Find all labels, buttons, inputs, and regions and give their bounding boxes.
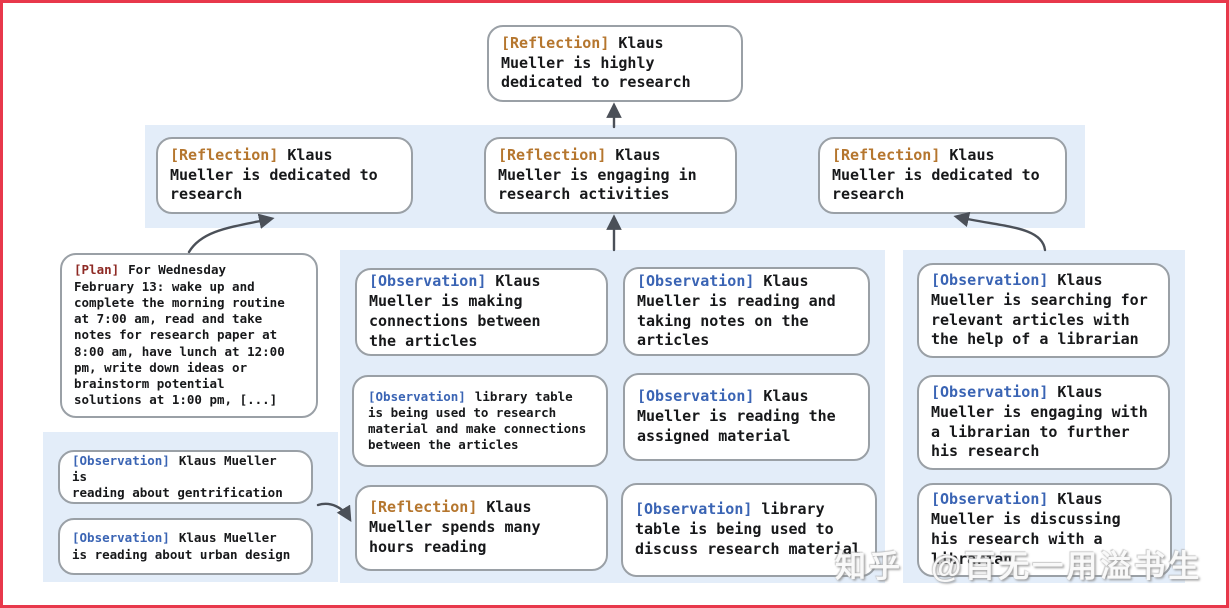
node-text: Klaus Mueller is making connections betw… xyxy=(369,272,541,350)
observation-tag: [Observation] xyxy=(931,270,1049,289)
memory-node-reflection-right: [Reflection]Klaus Mueller is dedicated t… xyxy=(818,137,1067,214)
node-text: Klaus Mueller is dedicated to research xyxy=(170,145,378,204)
node-text: Klaus Mueller is reading about gentrific… xyxy=(72,452,283,501)
node-text: Klaus Mueller is engaging in research ac… xyxy=(498,145,697,204)
node-text: Klaus Mueller is reading about urban des… xyxy=(72,530,291,562)
node-text: Klaus Mueller is dedicated to research xyxy=(832,145,1040,204)
node-text: Klaus Mueller is searching for relevant … xyxy=(931,270,1148,349)
observation-tag: [Observation] xyxy=(637,271,755,290)
memory-node-obs-discussing-librarian: [Observation]Klaus Mueller is discussing… xyxy=(917,483,1172,577)
memory-node-reflection-middle: [Reflection]Klaus Mueller is engaging in… xyxy=(484,137,737,214)
memory-node-reflection-left: [Reflection]Klaus Mueller is dedicated t… xyxy=(156,137,413,214)
node-text: Klaus Mueller is reading and taking note… xyxy=(637,271,836,350)
node-text: library table is being used to discuss r… xyxy=(635,500,861,558)
node-text: Klaus Mueller is engaging with a librari… xyxy=(931,382,1148,461)
memory-node-obs-connections: [Observation]Klaus Mueller is making con… xyxy=(355,268,608,356)
observation-tag: [Observation] xyxy=(635,500,753,519)
reflection-tag: [Reflection] xyxy=(369,498,478,517)
memory-node-obs-library-discuss: [Observation]library table is being used… xyxy=(621,483,877,577)
reflection-tag: [Reflection] xyxy=(501,33,610,52)
observation-tag: [Observation] xyxy=(72,452,170,468)
memory-node-obs-urban-design: [Observation]Klaus Mueller is reading ab… xyxy=(58,518,313,575)
memory-node-reflection-hours-reading: [Reflection]Klaus Mueller spends many ho… xyxy=(355,485,608,571)
memory-node-obs-engaging-librarian: [Observation]Klaus Mueller is engaging w… xyxy=(917,375,1170,470)
memory-node-obs-library-research: [Observation]library table is being used… xyxy=(352,375,608,467)
node-text: Klaus Mueller is discussing his research… xyxy=(931,490,1121,568)
observation-tag: [Observation] xyxy=(72,530,170,546)
observation-tag: [Observation] xyxy=(368,388,466,404)
node-text: library table is being used to research … xyxy=(368,388,587,453)
node-text: Klaus Mueller is highly dedicated to res… xyxy=(501,33,691,92)
memory-node-plan: [Plan]For Wednesday February 13: wake up… xyxy=(60,253,318,418)
reflection-tag: [Reflection] xyxy=(498,145,607,164)
observation-tag: [Observation] xyxy=(931,382,1049,401)
memory-node-obs-assigned-material: [Observation]Klaus Mueller is reading th… xyxy=(623,373,870,461)
observation-tag: [Observation] xyxy=(369,272,487,291)
node-text: For Wednesday February 13: wake up and c… xyxy=(74,262,285,408)
reflection-tag: [Reflection] xyxy=(170,145,279,164)
memory-node-obs-gentrification: [Observation]Klaus Mueller is reading ab… xyxy=(58,450,313,504)
memory-node-obs-searching-articles: [Observation]Klaus Mueller is searching … xyxy=(917,263,1170,358)
node-text: Klaus Mueller spends many hours reading xyxy=(369,498,541,556)
observation-tag: [Observation] xyxy=(931,490,1049,509)
plan-tag: [Plan] xyxy=(74,262,120,278)
memory-node-obs-taking-notes: [Observation]Klaus Mueller is reading an… xyxy=(623,267,870,356)
observation-tag: [Observation] xyxy=(637,387,755,406)
node-text: Klaus Mueller is reading the assigned ma… xyxy=(637,387,836,445)
reflection-tag: [Reflection] xyxy=(832,145,941,164)
memory-node-root-reflection: [Reflection]Klaus Mueller is highly dedi… xyxy=(487,25,743,102)
